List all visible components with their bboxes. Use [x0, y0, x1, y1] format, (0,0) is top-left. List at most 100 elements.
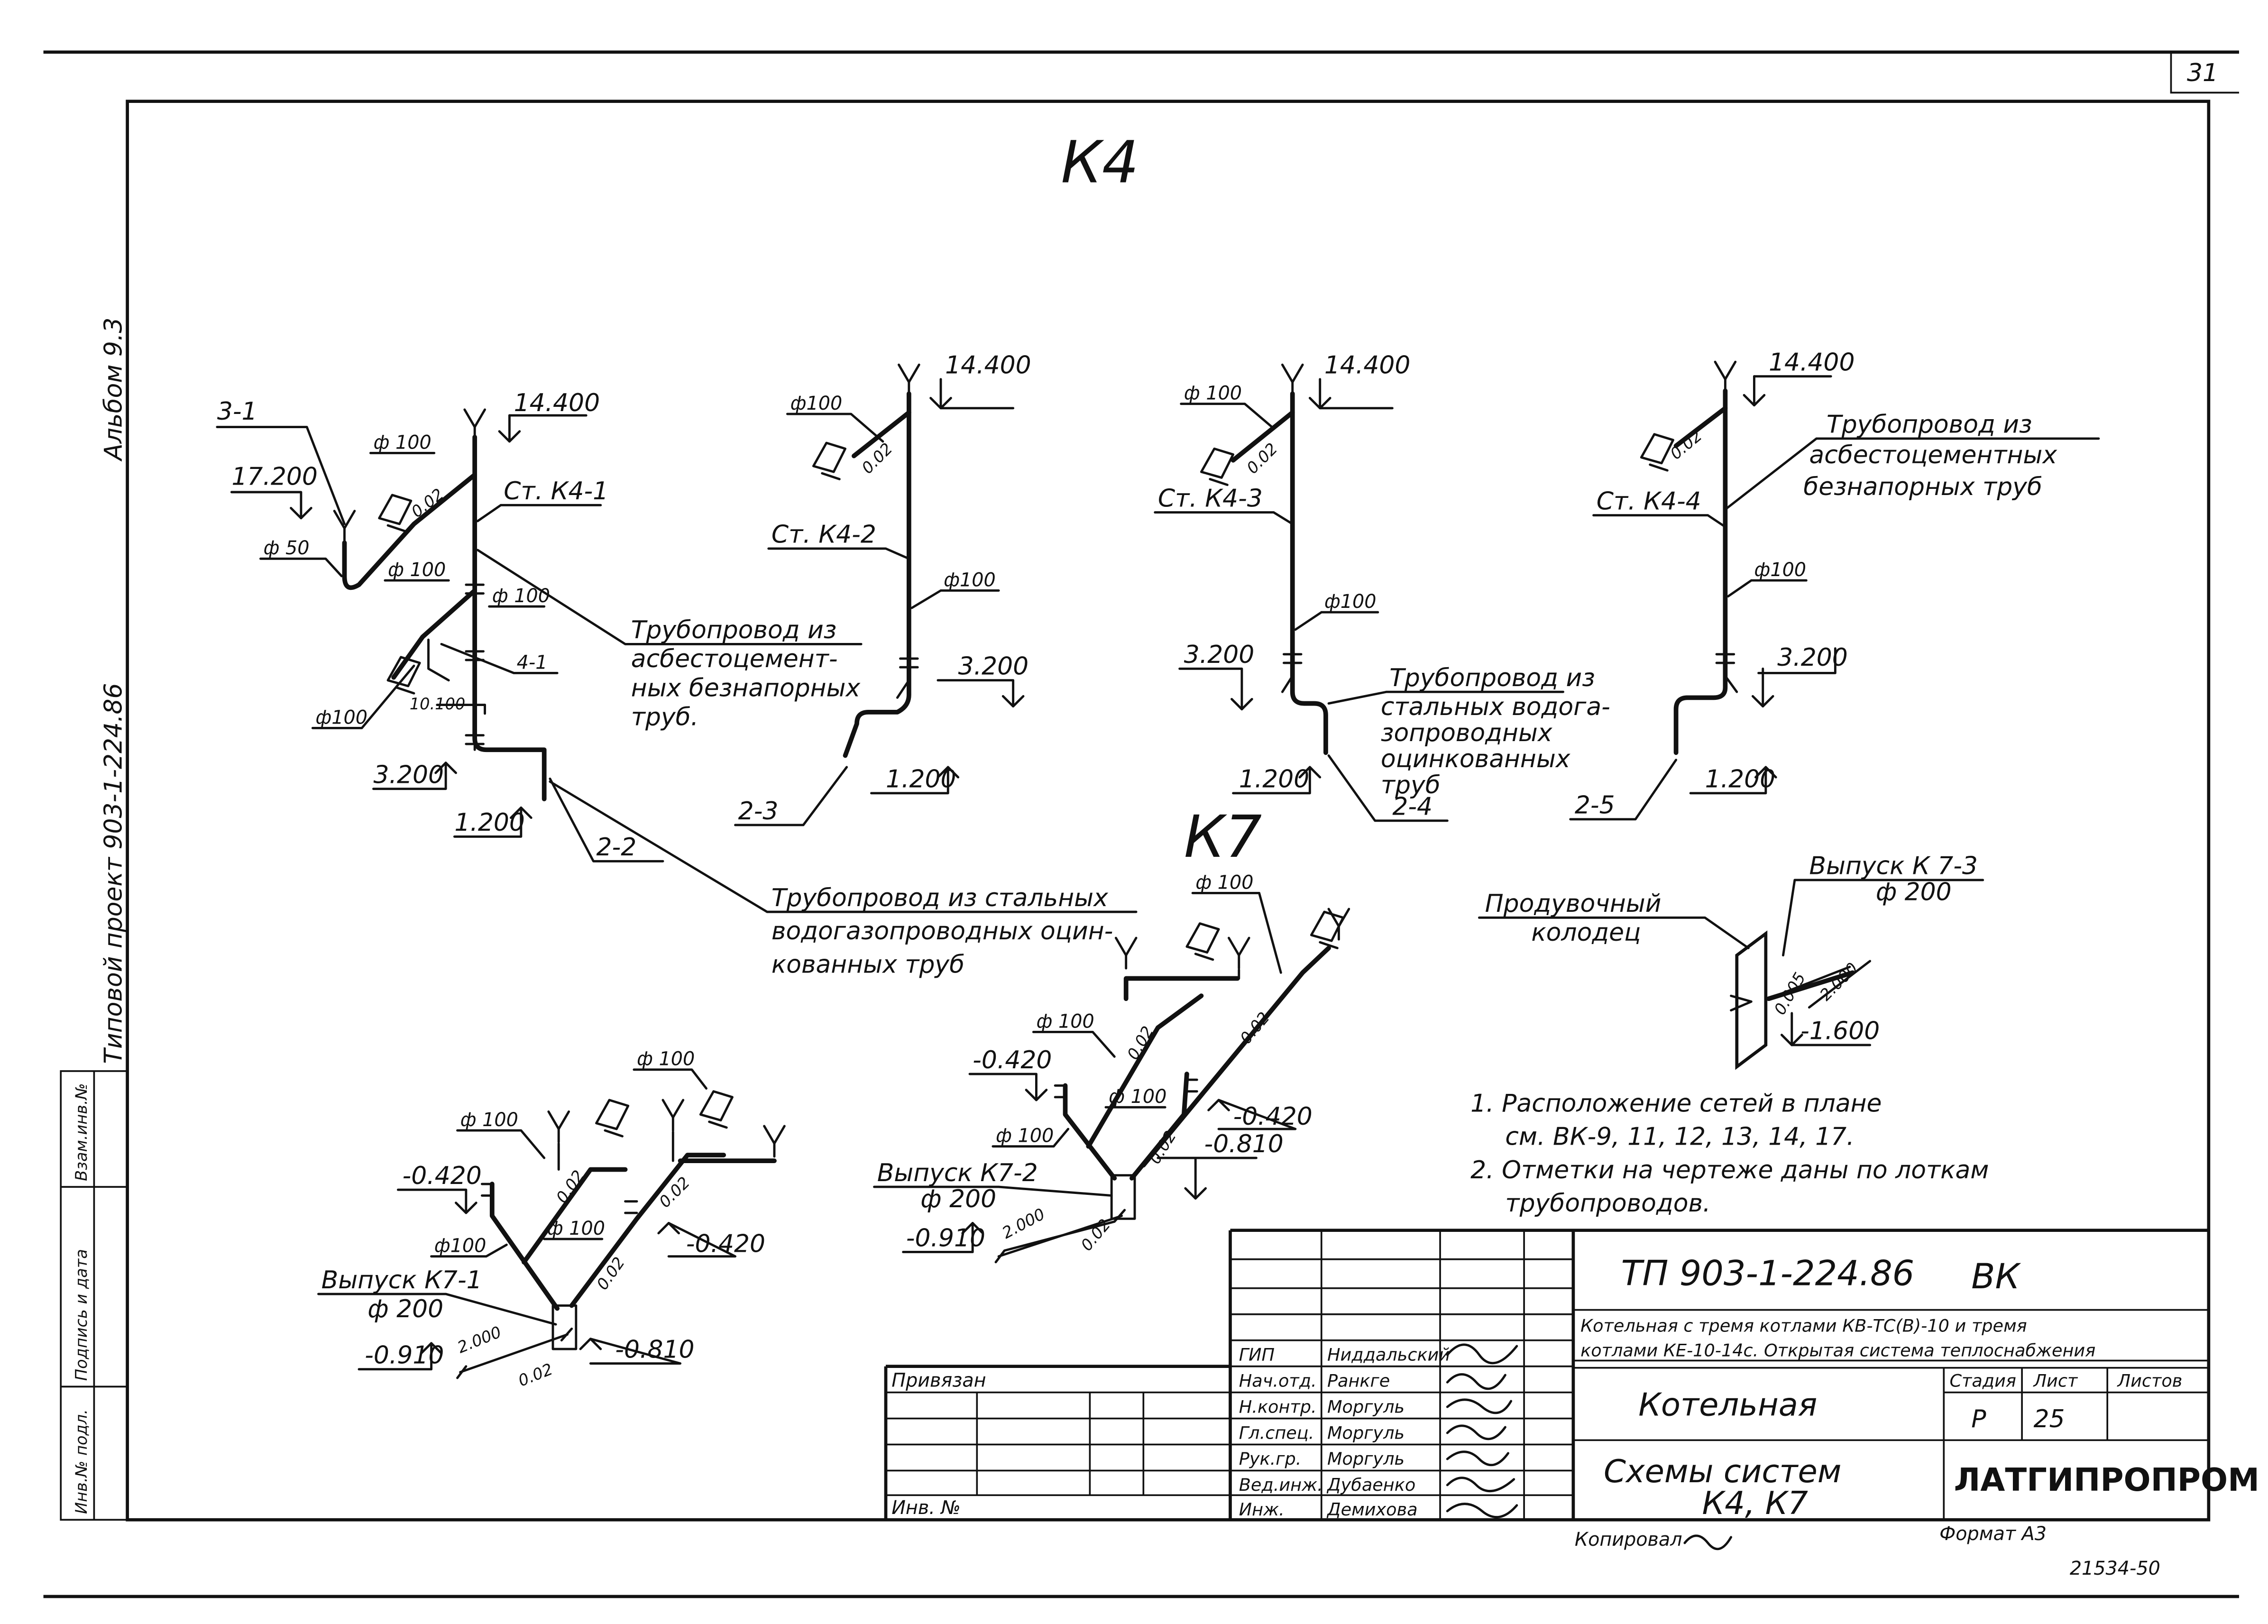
- steel-pipe-note: Трубопровод из стальных водогазопроводны…: [549, 780, 1138, 979]
- k4-3-dia-2: ф100: [1324, 591, 1377, 613]
- notes: 1. Расположение сетей в плане см. ВК-9, …: [1470, 1089, 1989, 1218]
- k4-2-dia-2: ф100: [944, 569, 996, 591]
- staff-role: Вед.инж.: [1239, 1475, 1323, 1495]
- k7-3-well-2: колодец: [1531, 918, 1641, 947]
- k7-2-mark-left: -0.420: [973, 1046, 1052, 1074]
- k4-3-dia-1: ф 100: [1184, 383, 1242, 404]
- tb-code: ТП 903-1-224.86: [1621, 1254, 1915, 1294]
- staff-role: Рук.гр.: [1239, 1449, 1302, 1469]
- k4-4-slope: 0.02: [1667, 426, 1706, 463]
- stamp-orig-inv: Инв.№ подл.: [72, 1409, 91, 1514]
- k4-1-top-mark: 14.400: [514, 389, 600, 417]
- k4-4-note-2: асбестоцементных: [1809, 441, 2057, 469]
- k4-3-outlet-mark: 1.200: [1239, 765, 1310, 794]
- k7-1-slope-a: 0.02: [552, 1167, 588, 1207]
- k7-2-dia-c: ф 100: [996, 1125, 1054, 1147]
- k4-3-note-3: зопроводных: [1381, 719, 1553, 747]
- k7-3-mark: -1.600: [1800, 1017, 1880, 1046]
- k4-1-note-2: асбестоцемент-: [631, 645, 838, 673]
- k7-2-dia-d: ф 100: [1109, 1086, 1166, 1108]
- outlet-k7-3: 0.005 2.000 -1.600 Выпуск К 7-3 ф 200 Пр…: [1478, 852, 1984, 1070]
- k4-3-note-2: стальных водога-: [1381, 693, 1610, 721]
- k4-1-tag-outlet: 2-2: [597, 833, 637, 862]
- k7-2-slope-a: 0.02: [1123, 1023, 1157, 1063]
- k7-1-name: Выпуск К7-1: [321, 1266, 482, 1294]
- k4-2-dia-1: ф100: [790, 393, 843, 414]
- k7-1-mark-left: -0.420: [403, 1162, 482, 1190]
- k4-1-dia-3: ф 100: [388, 559, 446, 581]
- k4-2-top-mark: 14.400: [945, 351, 1031, 380]
- tb-archive: 21534-50: [2070, 1558, 2160, 1579]
- k7-3-dia: ф 200: [1876, 878, 1952, 907]
- staff-rows: ГИП Ниддальский Нач.отд. Ранкге Н.контр.…: [1239, 1344, 1450, 1520]
- k4-title: К4: [1061, 129, 1139, 196]
- k4-3-note-1: Трубопровод из: [1389, 664, 1595, 692]
- steel-note-3: кованных труб: [771, 950, 964, 979]
- tb-bound: Привязан: [891, 1369, 986, 1391]
- k4-2-riser-name: Ст. К4-2: [771, 521, 876, 549]
- staff-name: Ранкге: [1327, 1370, 1390, 1391]
- k4-4-note-1: Трубопровод из: [1827, 411, 2032, 439]
- k4-1-mid-mark: 10.100: [410, 695, 465, 713]
- staff-role: Инж.: [1239, 1499, 1285, 1520]
- k4-3-riser-name: Ст. К4-3: [1158, 484, 1263, 513]
- title-block: ТП 903-1-224.86 ВК Котельная с тремя кот…: [884, 1229, 2259, 1579]
- tb-sheet-header: Лист: [2033, 1370, 2078, 1391]
- staff-name: Моргуль: [1327, 1449, 1405, 1469]
- tb-org: ЛАТГИПРОПРОМ: [1954, 1461, 2259, 1498]
- steel-note-2: водогазопроводных оцин-: [771, 917, 1113, 945]
- k4-3-tag: 2-4: [1392, 793, 1432, 821]
- project-label: Типовой проект 903-1-224.86: [99, 683, 128, 1064]
- k4-2-slope: 0.02: [858, 439, 896, 477]
- k7-2-mark-bottom: -0.910: [906, 1224, 985, 1252]
- staff-name: Дубаенко: [1326, 1475, 1415, 1495]
- k4-4-dia-1: ф100: [1754, 559, 1806, 581]
- k4-2-bottom-mark: 3.200: [958, 652, 1029, 681]
- k7-2-name: Выпуск К7-2: [877, 1159, 1038, 1187]
- k4-1-riser-name: Ст. К4-1: [504, 477, 608, 505]
- k7-2-mark-right: -0.420: [1233, 1102, 1313, 1131]
- k4-1-outlet-mark: 1.200: [454, 808, 525, 837]
- k4-1-dia-2: ф 50: [264, 537, 310, 559]
- k7-1-slope-b: 0.02: [655, 1173, 693, 1211]
- steel-note-1: Трубопровод из стальных: [771, 884, 1109, 912]
- tb-copied: Копировал: [1575, 1529, 1682, 1551]
- tb-subtitle-2: котлами КЕ-10-14с. Открытая система тепл…: [1580, 1340, 2095, 1360]
- k7-1-dia-d: ф 100: [547, 1218, 605, 1239]
- riser-k4-2: 14.400 ф100 0.02 Ст. К4-2 ф100 3.200 1.2…: [734, 351, 1031, 826]
- outlet-k7-1: 2.000 0.02 0.02 0.02 0.02 ф 100 ф 100 ф1…: [317, 1048, 785, 1390]
- k4-2-tag: 2-3: [738, 797, 779, 826]
- k4-4-riser-name: Ст. К4-4: [1597, 487, 1701, 516]
- side-strip: Альбом 9.3 Типовой проект 903-1-224.86 В…: [60, 318, 129, 1521]
- k4-4-note-3: безнапорных труб: [1803, 473, 2042, 501]
- k7-1-slope-main: 0.02: [515, 1360, 555, 1390]
- staff-role: Н.контр.: [1239, 1396, 1317, 1417]
- k4-3-note-5: труб: [1381, 771, 1441, 799]
- k4-4-tag: 2-5: [1575, 791, 1615, 820]
- staff-role: ГИП: [1239, 1344, 1275, 1365]
- stamp-replaced-inv: Взам.инв.№: [72, 1083, 91, 1181]
- tb-stage: Р: [1971, 1405, 1986, 1433]
- staff-name: Ниддальский: [1327, 1344, 1450, 1365]
- k4-4-bottom-mark: 3.200: [1777, 643, 1848, 672]
- tb-sheets-header: Листов: [2117, 1370, 2183, 1391]
- album-label: Альбом 9.3: [99, 318, 128, 462]
- k7-2-dia: ф 200: [920, 1185, 996, 1213]
- k4-1-bottom-mark: 3.200: [374, 761, 444, 789]
- k4-1-note-3: ных безнапорных: [631, 674, 861, 702]
- k7-1-length: 2.000: [455, 1322, 504, 1357]
- k7-3-slope: 0.005: [1771, 969, 1809, 1018]
- staff-name: Моргуль: [1327, 1396, 1405, 1417]
- tb-format: Формат А3: [1939, 1523, 2047, 1545]
- tb-building: Котельная: [1638, 1386, 1817, 1423]
- tb-sheet-title-2: К4, К7: [1702, 1485, 1809, 1522]
- k7-1-dia-a: ф 100: [460, 1109, 518, 1131]
- k7-2-length: 2.000: [999, 1205, 1048, 1243]
- k7-1-mark-end: -0.810: [615, 1335, 694, 1364]
- k4-1-dia-5: ф100: [315, 706, 367, 728]
- k4-1-left-mark: 17.200: [231, 463, 318, 491]
- k7-1-dia: ф 200: [367, 1295, 443, 1323]
- k7-2-dia-b: ф 100: [1195, 872, 1253, 893]
- k7-title: К7: [1184, 803, 1262, 871]
- staff-name: Демихова: [1326, 1499, 1418, 1520]
